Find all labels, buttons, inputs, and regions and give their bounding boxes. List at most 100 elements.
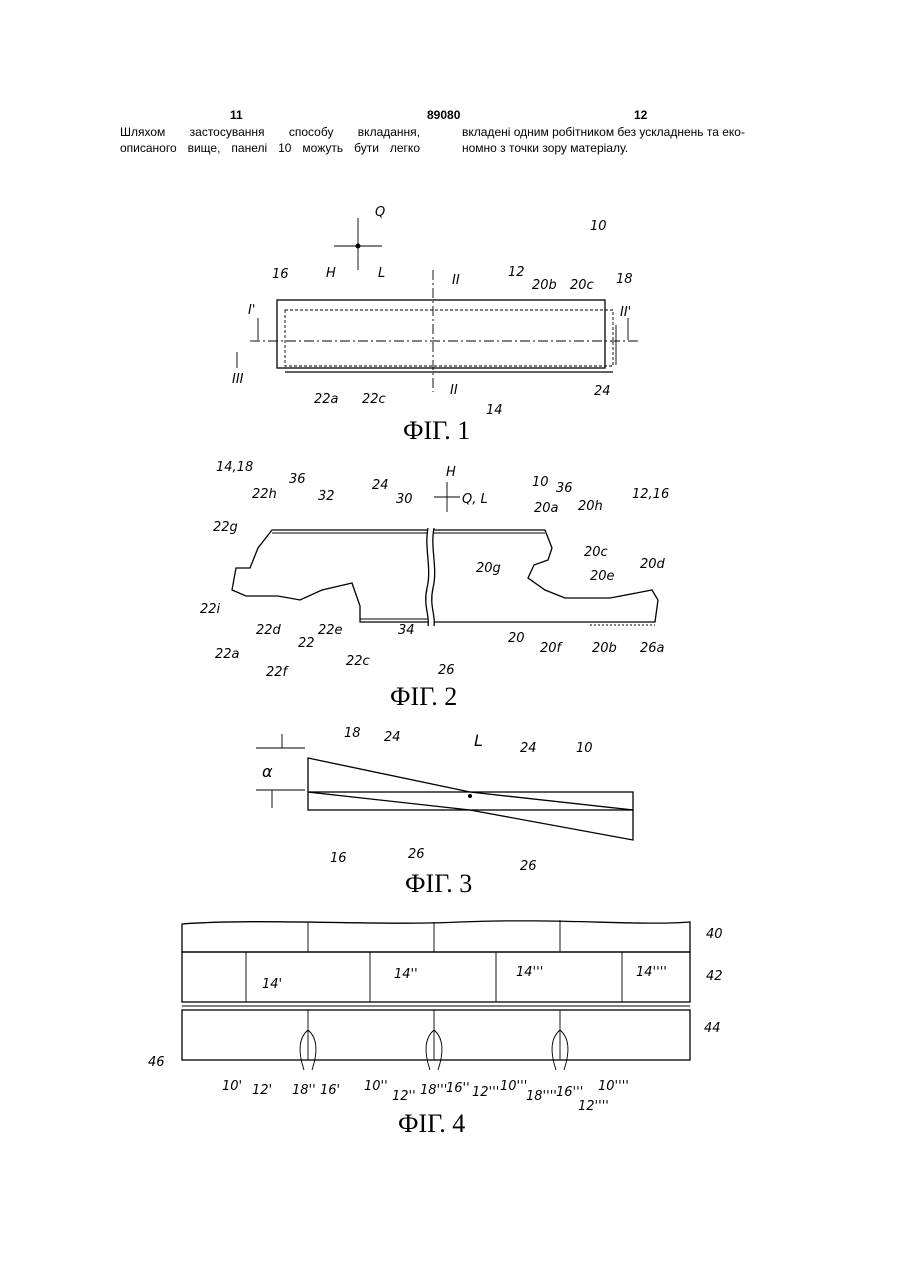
label: 20 (508, 631, 525, 646)
label: 14'' (394, 967, 418, 982)
figure-caption: ФІГ. 2 (390, 682, 457, 711)
label: 10 (576, 741, 593, 756)
figure-1: Q H L 10 16 II 12 20b 20c 18 I' II' III … (0, 190, 900, 450)
label: 16''' (556, 1085, 583, 1100)
label: 14 (486, 403, 503, 418)
right-text-line: номно з точки зору матеріалу. (462, 140, 792, 156)
break-line (426, 528, 429, 626)
row-44 (182, 1010, 690, 1060)
label: 24 (384, 730, 401, 745)
panel-tilted (308, 758, 633, 840)
label: 18''' (420, 1083, 447, 1098)
label: III (232, 372, 244, 387)
left-text-line: описаного вище, панелі 10 можуть бути ле… (120, 140, 420, 156)
label: 10''' (500, 1079, 527, 1094)
label: Q (375, 205, 385, 220)
label: 14'''' (636, 965, 667, 980)
label: 22 (298, 636, 315, 651)
label: 22f (266, 665, 290, 680)
patent-number: 89080 (427, 108, 460, 122)
label: 26 (408, 847, 425, 862)
label: 18'' (292, 1083, 316, 1098)
label: 26 (438, 663, 455, 678)
figure-2: 14,18 22h 36 32 24 30 H Q, L 10 36 20a 2… (0, 450, 900, 715)
label: L (378, 266, 385, 281)
label: 10' (222, 1079, 242, 1094)
figure-3: α 18 24 L 24 10 16 26 26 ФІГ. 3 (0, 715, 900, 895)
label: 22a (215, 647, 240, 662)
label: 42 (706, 969, 723, 984)
label: 22d (256, 623, 282, 638)
label: 22h (252, 487, 277, 502)
label: 20b (532, 278, 557, 293)
label: 14,18 (216, 460, 253, 475)
label: 22e (318, 623, 343, 638)
label: Q, L (462, 492, 488, 507)
label: H (326, 266, 336, 281)
right-text-column: вкладені одним робітником без ускладнень… (462, 124, 792, 156)
label: 12 (508, 265, 525, 280)
direction-cross (434, 482, 460, 512)
label: 22i (200, 602, 221, 617)
label: 24 (594, 384, 611, 399)
label: 32 (318, 489, 335, 504)
label: H (446, 465, 456, 480)
right-text-line: вкладені одним робітником без ускладнень… (462, 124, 792, 140)
figure-caption: ФІГ. 1 (403, 416, 470, 445)
figure-caption: ФІГ. 3 (405, 869, 472, 895)
label: 20f (540, 641, 564, 656)
label: L (474, 731, 483, 750)
label: α (262, 762, 273, 781)
label: 12' (252, 1083, 272, 1098)
label: 26a (640, 641, 665, 656)
label: 16' (320, 1083, 340, 1098)
label: II (450, 383, 458, 398)
label: 10'' (364, 1079, 388, 1094)
label: 36 (556, 481, 573, 496)
left-text-column: Шляхом застосування способу вкладання, о… (120, 124, 420, 156)
figure-caption: ФІГ. 4 (398, 1109, 465, 1138)
row-42 (182, 952, 690, 1002)
label: 22a (314, 392, 339, 407)
label: 44 (704, 1021, 721, 1036)
panel-hidden-outline (285, 310, 613, 366)
label: 36 (289, 472, 306, 487)
label: II' (620, 305, 631, 320)
label: 24 (520, 741, 537, 756)
right-page-number: 12 (634, 108, 647, 122)
label: 16 (272, 267, 289, 282)
label: 18 (616, 272, 633, 287)
label: 12,16 (632, 487, 669, 502)
label: 10'''' (598, 1079, 629, 1094)
left-text-line: Шляхом застосування способу вкладання, (120, 124, 420, 140)
label: 34 (398, 623, 415, 638)
label: 16 (330, 851, 347, 866)
label: 20c (570, 278, 594, 293)
label: II (452, 273, 460, 288)
label: 20c (584, 545, 608, 560)
label: 20a (534, 501, 559, 516)
label: 10 (532, 475, 549, 490)
left-page-number: 11 (230, 108, 243, 122)
label: 22c (346, 654, 370, 669)
label: 20b (592, 641, 617, 656)
label: 18'''' (526, 1089, 557, 1104)
right-panel-profile (434, 530, 658, 622)
row-40 (182, 921, 690, 952)
label: 26 (520, 859, 537, 874)
label: 22c (362, 392, 386, 407)
direction-cross (334, 218, 382, 270)
label: I' (248, 303, 255, 318)
label: 20h (578, 499, 603, 514)
label: 12''' (472, 1085, 499, 1100)
label: 24 (372, 478, 389, 493)
label: 20e (590, 569, 615, 584)
label: 12'''' (578, 1099, 609, 1114)
label: 10 (590, 219, 607, 234)
label: 20d (640, 557, 666, 572)
label: 14' (262, 977, 282, 992)
label: 46 (148, 1055, 165, 1070)
label: 12'' (392, 1089, 416, 1104)
left-panel-profile (232, 530, 428, 622)
label: 22g (213, 520, 238, 535)
